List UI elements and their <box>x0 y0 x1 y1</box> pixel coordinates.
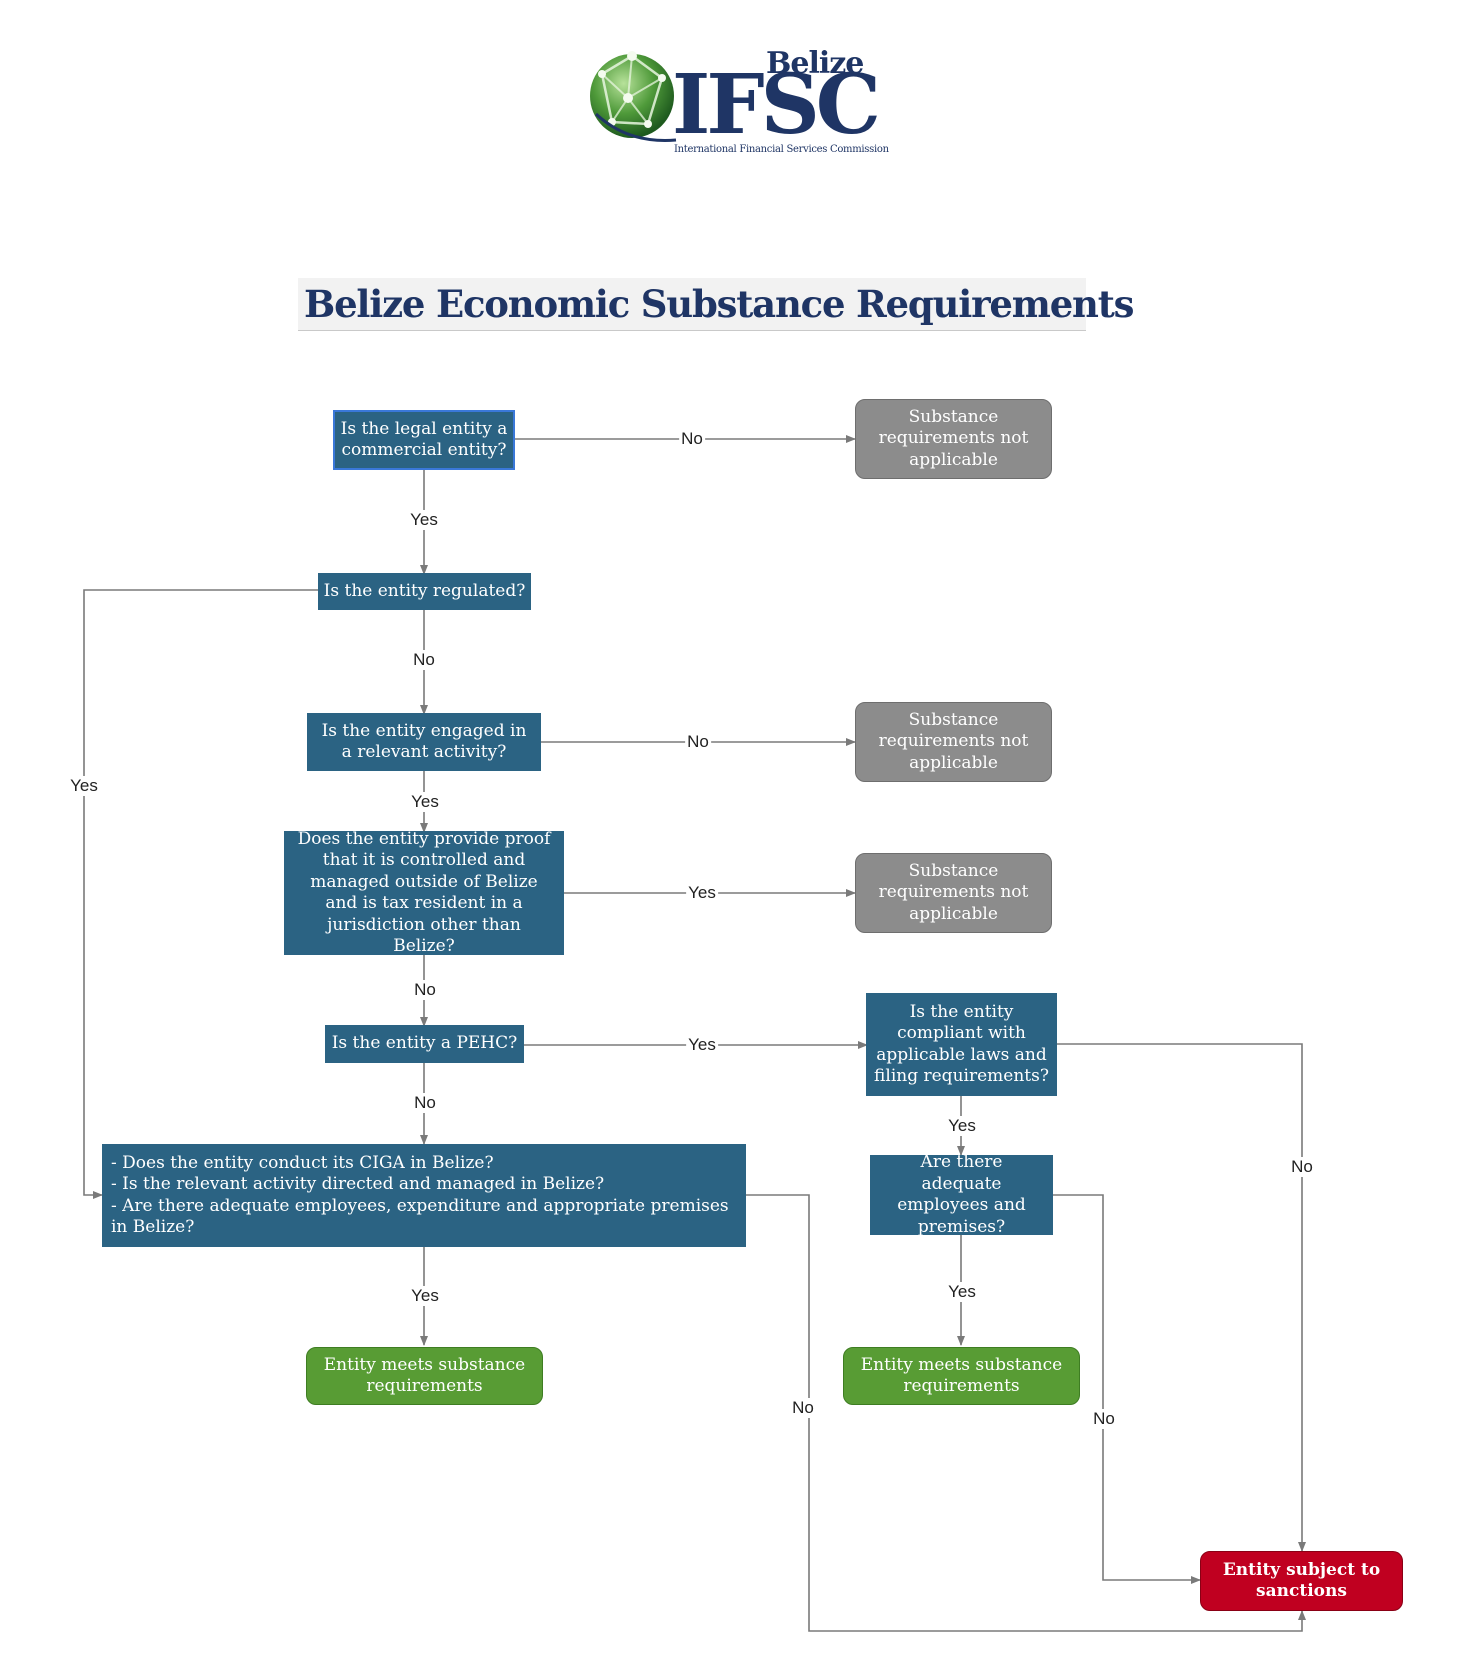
node-regulated: Is the entity regulated? <box>318 573 531 610</box>
node-regulated-label: Is the entity regulated? <box>323 580 526 601</box>
node-ciga: - Does the entity conduct its CIGA in Be… <box>102 1144 746 1247</box>
node-controlled-outside: Does the entity provide proof that it is… <box>284 828 564 957</box>
node-meets-2: Entity meets substance requirements <box>843 1347 1080 1405</box>
edge-label-regulated-no: No <box>411 650 437 670</box>
node-compliant-label: Is the entity compliant with applicable … <box>874 1001 1049 1087</box>
title-banner: Belize Economic Substance Requirements <box>298 278 1134 331</box>
logo-belize-text: Belize <box>766 46 864 81</box>
node-relevant-activity-label: Is the entity engaged in a relevant acti… <box>321 720 527 763</box>
edge-label-adequate-no: No <box>1091 1409 1117 1429</box>
edge-label-commercial-yes: Yes <box>408 510 440 530</box>
node-commercial-entity-label: Is the legal entity a commercial entity? <box>340 418 508 461</box>
edge-adequate-no <box>1053 1194 1201 1584</box>
edge-label-outside-yes: Yes <box>686 883 718 903</box>
edge-label-adequate-yes: Yes <box>946 1282 978 1302</box>
node-controlled-outside-label: Does the entity provide proof that it is… <box>297 828 551 957</box>
edge-label-compliant-no: No <box>1289 1157 1315 1177</box>
edge-label-commercial-no: No <box>679 429 705 449</box>
edge-label-compliant-yes: Yes <box>946 1116 978 1136</box>
page-title: Belize Economic Substance Requirements <box>304 282 1134 326</box>
node-not-applicable-3: Substance requirements not applicable <box>855 853 1052 933</box>
edge-label-pehc-yes: Yes <box>686 1035 718 1055</box>
logo-ifsc-text: IFSC <box>672 57 881 153</box>
node-meets-1: Entity meets substance requirements <box>306 1347 543 1405</box>
node-ciga-list: - Does the entity conduct its CIGA in Be… <box>111 1153 746 1239</box>
node-not-applicable-2-label: Substance requirements not applicable <box>878 709 1029 773</box>
globe-icon <box>590 51 677 142</box>
edge-label-outside-no: No <box>412 980 438 1000</box>
edge-label-pehc-no: No <box>412 1093 438 1113</box>
logo-subtitle: International Financial Services Commiss… <box>674 144 889 155</box>
node-sanctions: Entity subject to sanctions <box>1200 1551 1403 1611</box>
node-pehc: Is the entity a PEHC? <box>325 1025 524 1063</box>
node-commercial-entity: Is the legal entity a commercial entity? <box>333 410 515 470</box>
node-sanctions-label: Entity subject to sanctions <box>1222 1559 1381 1602</box>
edge-label-relevant-yes: Yes <box>409 792 441 812</box>
node-ciga-item-1: - Does the entity conduct its CIGA in Be… <box>111 1152 494 1173</box>
edge-ciga-no <box>746 1194 1306 1632</box>
ifsc-logo: Belize IFSC International Financial Serv… <box>588 44 889 164</box>
node-not-applicable-3-label: Substance requirements not applicable <box>878 860 1029 924</box>
node-adequate-label: Are there adequate employees and premise… <box>897 1152 1026 1237</box>
node-compliant: Is the entity compliant with applicable … <box>866 993 1057 1096</box>
node-not-applicable-1: Substance requirements not applicable <box>855 399 1052 479</box>
node-meets-1-label: Entity meets substance requirements <box>323 1354 526 1397</box>
edge-label-ciga-yes: Yes <box>409 1286 441 1306</box>
edge-label-relevant-no: No <box>685 732 711 752</box>
node-pehc-label: Is the entity a PEHC? <box>331 1033 518 1054</box>
node-not-applicable-1-label: Substance requirements not applicable <box>878 406 1029 470</box>
node-ciga-item-2: - Is the relevant activity directed and … <box>111 1174 605 1194</box>
node-adequate: Are there adequate employees and premise… <box>870 1152 1053 1237</box>
edge-compliant-no <box>1057 1043 1306 1552</box>
node-relevant-activity: Is the entity engaged in a relevant acti… <box>307 713 541 771</box>
edge-regulated-yes <box>83 589 318 1199</box>
node-meets-2-label: Entity meets substance requirements <box>860 1354 1063 1397</box>
node-not-applicable-2: Substance requirements not applicable <box>855 702 1052 782</box>
edge-label-ciga-no: No <box>790 1398 816 1418</box>
edge-label-regulated-yes: Yes <box>68 776 100 796</box>
node-ciga-item-3: - Are there adequate employees, expendit… <box>111 1195 729 1238</box>
